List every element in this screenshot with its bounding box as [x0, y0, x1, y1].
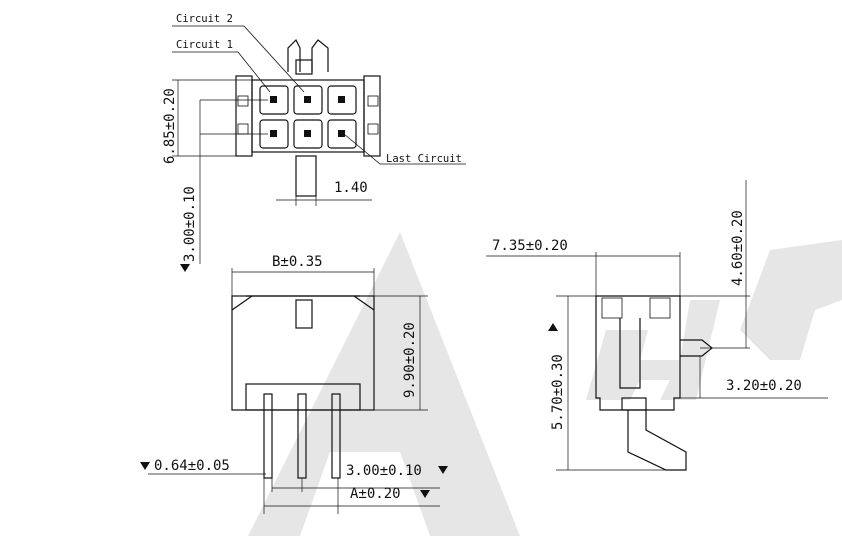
dim-side-width-7-35: 7.35±0.20	[492, 238, 568, 254]
dim-pin-0-64: 0.64±0.05	[154, 458, 230, 474]
dim-front-height-9-90: 9.90±0.20	[402, 322, 418, 398]
dim-pitch-3-00: 3.00±0.10	[346, 463, 422, 479]
marker-triangle	[180, 264, 190, 272]
side-view	[486, 180, 828, 471]
front-view	[148, 268, 440, 514]
dim-a-width: A±0.20	[350, 486, 401, 502]
marker-triangle	[140, 462, 150, 470]
dim-height-6-85: 6.85±0.20	[162, 88, 178, 164]
dim-pitch-1-40: 1.40	[334, 180, 368, 196]
dim-side-4-60: 4.60±0.20	[730, 210, 746, 286]
marker-triangle	[438, 466, 448, 474]
cavity-grid	[259, 85, 357, 149]
marker-triangle	[420, 490, 430, 498]
dim-row-3-00: 3.00±0.10	[182, 186, 198, 262]
dim-side-5-70: 5.70±0.30	[550, 354, 566, 430]
marker-triangle	[548, 323, 558, 331]
dim-b-width: B±0.35	[272, 254, 323, 270]
callout-circuit-1: Circuit 1	[176, 39, 233, 51]
top-view	[172, 25, 466, 264]
callout-circuit-2: Circuit 2	[176, 13, 233, 25]
dim-side-3-20: 3.20±0.20	[726, 378, 802, 394]
callout-last-circuit: Last Circuit	[386, 153, 462, 165]
